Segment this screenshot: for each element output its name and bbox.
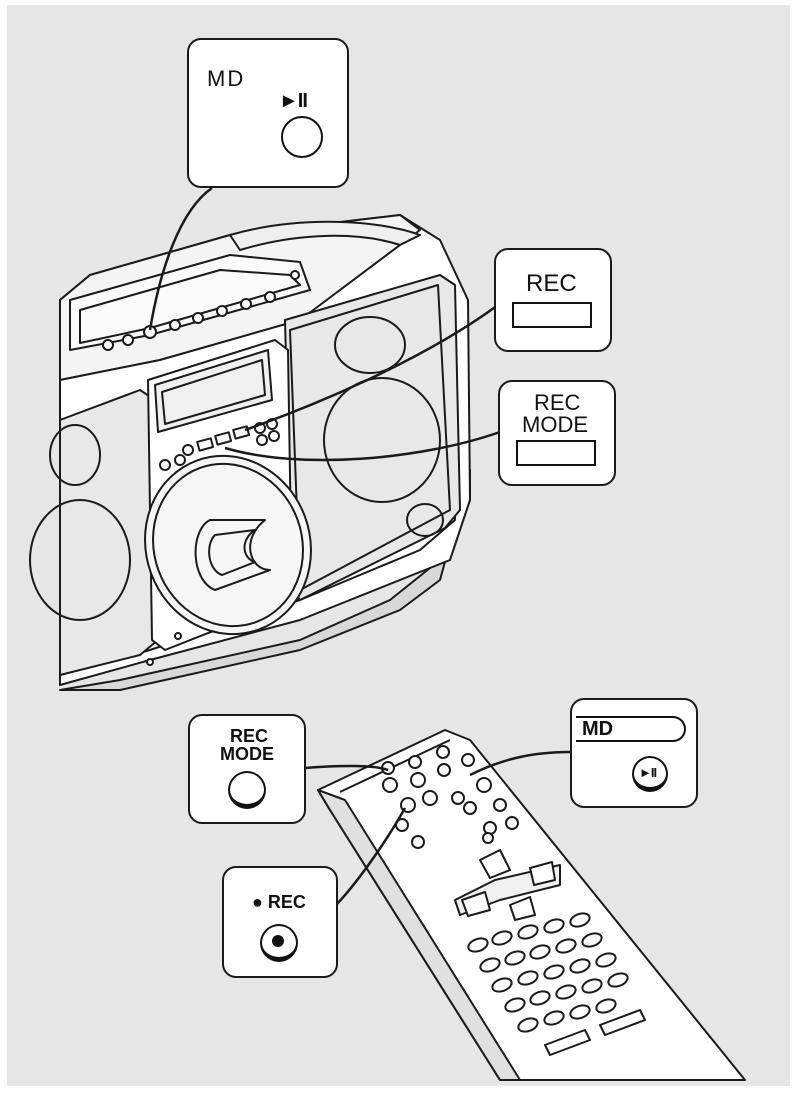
rec-mode-label-line2: MODE	[522, 412, 588, 438]
boombox-unit	[30, 215, 470, 690]
callout-remote-rec-mode: REC MODE	[188, 714, 306, 824]
remote-rec-label: ● REC	[252, 892, 306, 913]
md-section-label: MD	[207, 66, 245, 92]
md-play-pause-button[interactable]	[281, 116, 323, 158]
callout-remote-md-play: MD ►II	[570, 698, 698, 808]
remote-md-play-pause-button[interactable]: ►II	[632, 756, 668, 792]
play-pause-symbol: ►II	[279, 90, 307, 113]
remote-rec-button[interactable]	[260, 924, 298, 962]
callout-unit-rec: REC	[494, 248, 612, 352]
callout-remote-rec: ● REC	[222, 866, 338, 978]
remote-md-section-label: MD	[582, 718, 613, 741]
play-pause-icon: ►II	[639, 765, 656, 780]
rec-label: REC	[526, 270, 577, 298]
rec-button[interactable]	[512, 302, 592, 328]
remote-rec-mode-label-line2: MODE	[220, 744, 274, 765]
callout-unit-md-play: MD ►II	[187, 38, 349, 188]
record-dot-icon	[272, 935, 284, 947]
remote-rec-mode-button[interactable]	[228, 771, 266, 809]
rec-mode-button[interactable]	[516, 440, 596, 466]
callout-unit-rec-mode: REC MODE	[498, 380, 616, 486]
